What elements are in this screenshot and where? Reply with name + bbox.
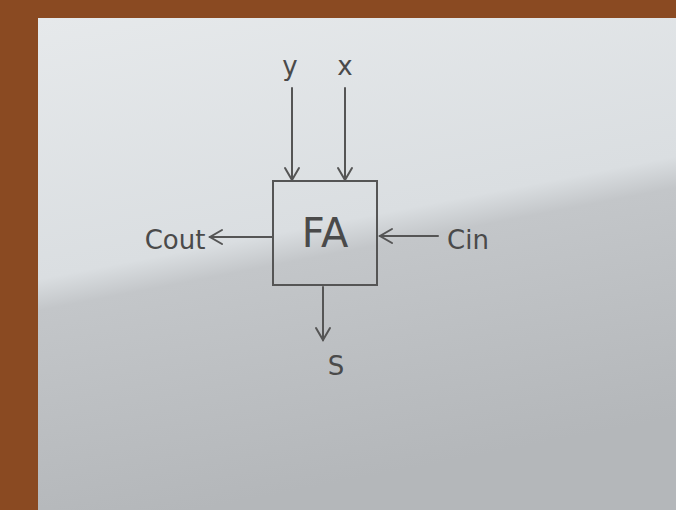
signal-name: y (282, 53, 297, 79)
block-label: FA (302, 210, 349, 256)
paper-sheet (38, 18, 676, 510)
signal-name: Cin (447, 227, 489, 253)
process-box: FA (272, 180, 378, 286)
signal-name: Cout (145, 227, 206, 253)
signal-name: x (337, 53, 352, 79)
signal-name: S (328, 353, 345, 379)
